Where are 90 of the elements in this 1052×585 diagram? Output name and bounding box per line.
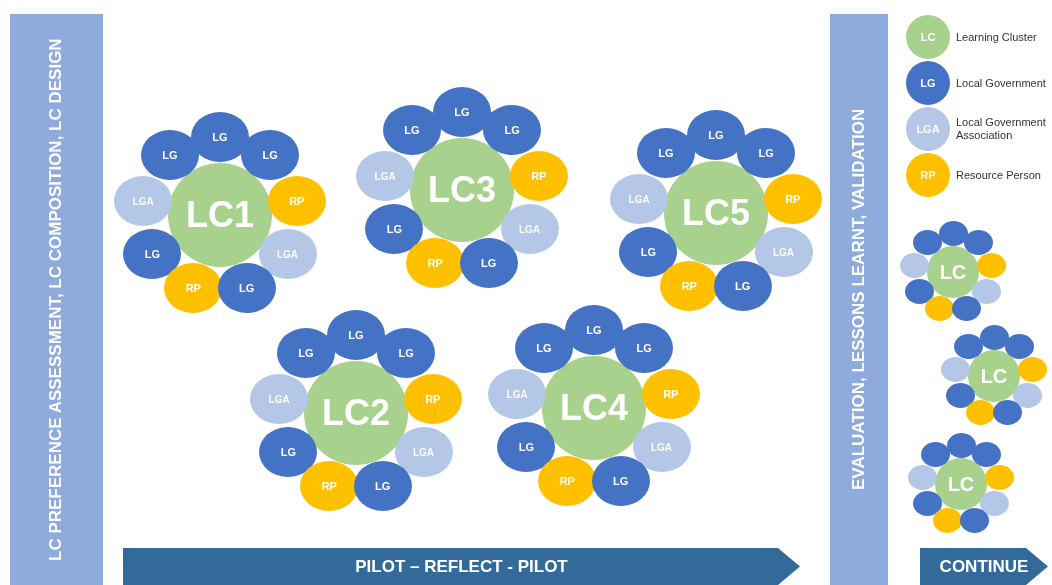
member-circle: LG	[687, 110, 745, 160]
member-circle: RP	[641, 369, 700, 420]
member-circle: LGA	[632, 422, 691, 472]
member-circle: LGA	[250, 374, 309, 425]
member-circle	[913, 229, 943, 255]
member-circle: LG	[737, 128, 796, 179]
legend-swatch: RP	[906, 153, 950, 197]
member-circle	[980, 491, 1010, 516]
member-circle	[945, 383, 975, 408]
member-circle: LG	[433, 87, 491, 137]
node-label: LG	[162, 149, 178, 162]
legend-text: Local Government Association	[956, 116, 1047, 143]
member-circle	[984, 464, 1014, 490]
legend-text: Local Government	[956, 76, 1047, 90]
stage-band: EVALUATION, LESSONS LEARNT, VALIDATION	[830, 14, 888, 585]
member-circle: LGA	[610, 174, 669, 225]
member-circle: LG	[483, 105, 542, 156]
node-label: LG	[758, 147, 774, 160]
member-circle	[900, 252, 930, 278]
member-circle: LG	[365, 204, 424, 254]
node-label: LG	[636, 342, 652, 355]
stage-band: LC PREFERENCE ASSESSMENT, LC COMPOSITION, LC DESIGN	[10, 14, 103, 585]
member-circle	[921, 441, 951, 467]
arrow-banner: CONTINUE	[920, 548, 1048, 585]
member-circle: LGA	[356, 151, 415, 202]
member-circle: LG	[353, 461, 412, 512]
member-circle	[933, 508, 963, 534]
member-circle: LG	[591, 456, 650, 507]
member-circle: LGA	[114, 176, 173, 227]
member-circle	[954, 333, 984, 359]
member-circle	[938, 220, 968, 246]
member-circle	[951, 296, 981, 322]
legend-text: Resource Person	[956, 168, 1042, 182]
legend-swatch: LGA	[906, 107, 950, 151]
node-label: LG	[536, 342, 552, 355]
member-circle: LG	[276, 328, 335, 379]
member-circle	[972, 279, 1002, 304]
member-circle: LG	[123, 229, 182, 279]
member-circle	[966, 400, 996, 426]
member-circle: LG	[140, 130, 199, 181]
node-label: LG	[298, 347, 314, 360]
member-circle: LGA	[500, 204, 559, 254]
node-label: LG	[262, 149, 278, 162]
member-circle	[963, 229, 993, 255]
member-circle: LG	[377, 328, 436, 379]
member-circle: RP	[267, 176, 326, 227]
member-circle	[946, 432, 976, 458]
node-label: LG	[212, 131, 228, 143]
member-circle	[1017, 356, 1047, 382]
member-circle: LG	[191, 112, 249, 162]
member-circle: LGA	[394, 427, 453, 477]
node-label: LG	[658, 147, 674, 160]
member-circle: LG	[259, 427, 318, 477]
arrow-banner: PILOT – REFLECT - PILOT	[123, 548, 800, 585]
member-circle: RP	[403, 374, 462, 425]
member-circle	[925, 296, 955, 322]
member-circle	[941, 356, 971, 382]
member-circle: LG	[241, 130, 300, 181]
member-circle: LGA	[488, 369, 547, 420]
member-circle: LG	[713, 261, 772, 312]
member-circle	[912, 491, 942, 516]
member-circle: LG	[382, 105, 441, 156]
legend-text: Learning Cluster	[956, 30, 1038, 44]
member-circle: LG	[217, 263, 276, 314]
member-circle: LG	[459, 238, 518, 289]
member-circle	[1013, 383, 1043, 408]
member-circle: RP	[509, 151, 568, 202]
member-circle	[1004, 333, 1034, 359]
member-circle	[908, 464, 938, 490]
member-circle: LG	[636, 128, 695, 179]
legend-swatch: LC	[906, 15, 950, 59]
member-circle	[904, 279, 934, 304]
member-circle: LG	[327, 310, 385, 360]
member-circle: LG	[619, 227, 678, 277]
member-circle	[979, 324, 1009, 350]
legend-swatch: LG	[906, 61, 950, 105]
member-circle: LGA	[754, 227, 813, 277]
member-circle	[976, 252, 1006, 278]
node-label: LG	[398, 347, 414, 360]
member-circle	[959, 508, 989, 534]
member-circle	[992, 400, 1022, 426]
node-label: LG	[404, 124, 420, 137]
member-circle: LG	[615, 323, 674, 374]
member-circle: LG	[497, 422, 556, 472]
member-circle: LGA	[258, 229, 317, 279]
member-circle: LG	[514, 323, 573, 374]
member-circle	[971, 441, 1001, 467]
node-label: LG	[504, 124, 520, 137]
member-circle: LG	[565, 305, 623, 355]
member-circle: RP	[763, 174, 822, 225]
